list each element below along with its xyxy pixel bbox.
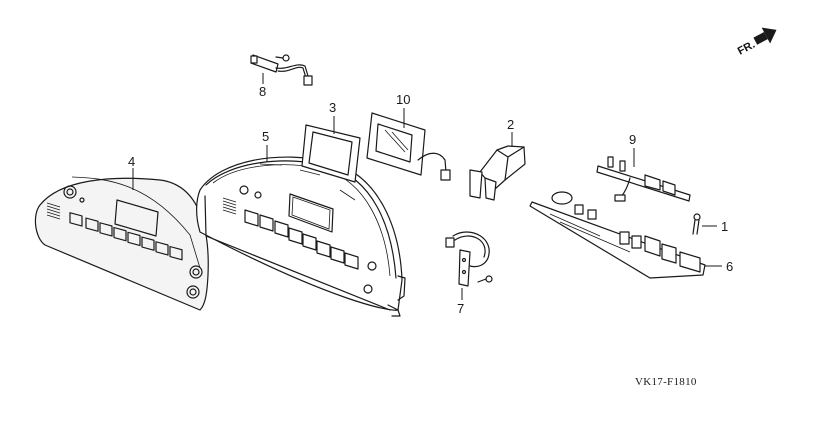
callout-8: 8: [259, 84, 266, 99]
drawing-code: VK17-F1810: [635, 376, 697, 388]
callout-9: 9: [629, 132, 636, 147]
part-2-bracket-cover[interactable]: [469, 145, 526, 201]
part-4-face-overlay[interactable]: [34, 176, 209, 311]
part-8-harness-connector[interactable]: [250, 54, 313, 86]
callout-7: 7: [457, 301, 464, 316]
callout-10: 10: [396, 92, 410, 107]
part-6-main-board[interactable]: [529, 191, 706, 279]
speaker-grille: [46, 202, 61, 220]
part-9-sub-board[interactable]: [596, 156, 691, 202]
arrow-right-icon: [753, 27, 777, 45]
part-5-housing[interactable]: [196, 156, 406, 317]
screw-icon: [275, 54, 290, 62]
part-3-display-gasket[interactable]: [301, 124, 361, 183]
callout-5: 5: [262, 129, 269, 144]
housing-vent: [222, 197, 237, 215]
button-row: [69, 212, 183, 261]
callout-2: 2: [507, 117, 514, 132]
housing-button-holes: [244, 209, 359, 270]
part-1-screw[interactable]: [692, 213, 701, 235]
part-7-sensor-harness[interactable]: [445, 231, 493, 287]
direction-label: FR.: [736, 39, 757, 58]
part-10-lcd-module[interactable]: [366, 112, 451, 181]
callout-1: 1: [721, 219, 728, 234]
screw-icon: [477, 275, 493, 283]
callout-4: 4: [128, 154, 135, 169]
callout-3: 3: [329, 100, 336, 115]
front-direction-indicator: FR.: [736, 27, 777, 58]
callout-6: 6: [726, 259, 733, 274]
